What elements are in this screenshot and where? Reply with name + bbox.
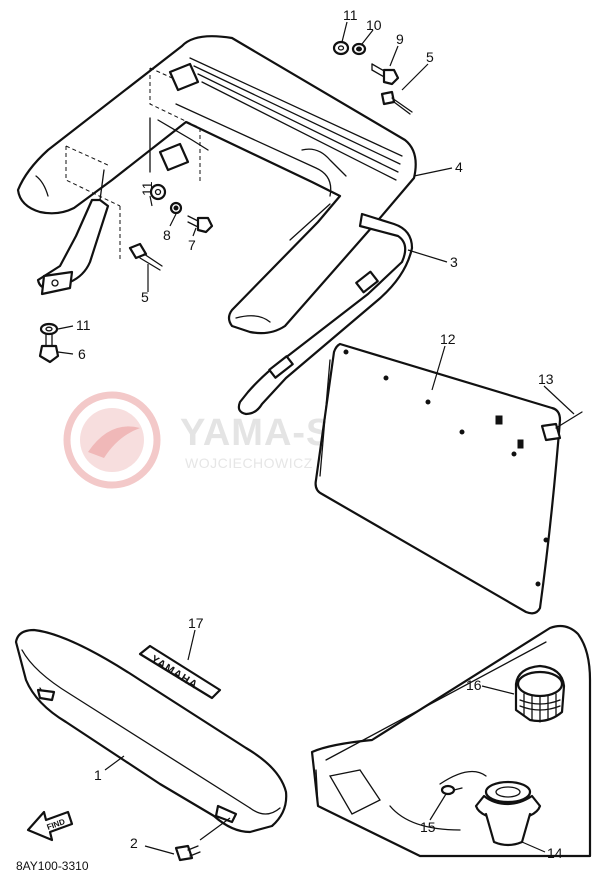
- washer-11-icon: [332, 40, 350, 56]
- screw-5-upper-icon: [380, 90, 413, 115]
- nut-8-icon: [169, 201, 183, 215]
- part-16-fuel-cap: [514, 664, 566, 723]
- bolt-7-icon: [187, 215, 214, 234]
- callout-1: 1: [94, 767, 102, 783]
- callouts: 11 10 9 5 4 3 12 13 11 8 7 5 11 6 17 16 …: [76, 7, 563, 861]
- callout-5-top: 5: [426, 49, 434, 65]
- left-mounting-bracket: [36, 169, 110, 296]
- part-1-bumper: [14, 628, 288, 834]
- part-2-bolt-icon: [174, 844, 201, 862]
- callout-10: 10: [366, 17, 382, 33]
- diagram-code: 8AY100-3310: [16, 859, 89, 873]
- leader-lines: [57, 21, 575, 855]
- washer-11-mid-icon: [149, 183, 167, 201]
- part-13-push-pin-icon: [540, 411, 583, 442]
- callout-7: 7: [188, 237, 196, 253]
- carrier-clamps: [158, 62, 200, 172]
- callout-2: 2: [130, 835, 138, 851]
- find-arrow-icon: FIND: [26, 810, 74, 842]
- watermark-logo-icon: [63, 391, 161, 489]
- rear-body-panel: [310, 624, 592, 858]
- callout-11-mid: 11: [139, 181, 155, 196]
- screw-5-lower-icon: [128, 242, 163, 271]
- callout-5-mid: 5: [141, 289, 149, 305]
- callout-15: 15: [420, 819, 436, 835]
- callout-11-top: 11: [343, 7, 358, 23]
- callout-11-low: 11: [76, 317, 91, 333]
- fastener-group-lower: [38, 322, 60, 364]
- part-12-panel: [314, 342, 562, 615]
- callout-4: 4: [455, 159, 463, 175]
- fastener-group-middle: [128, 183, 214, 271]
- part-15-clip-icon: [440, 784, 463, 796]
- callout-6: 6: [78, 346, 86, 362]
- callout-17: 17: [188, 615, 204, 631]
- bolt-9-icon: [371, 63, 400, 86]
- fastener-group-upper: [332, 40, 413, 115]
- callout-14: 14: [547, 845, 563, 861]
- part-14-filler-neck: [474, 780, 542, 847]
- callout-8: 8: [163, 227, 171, 243]
- callout-9: 9: [396, 31, 404, 47]
- part-3-grab-bar: [237, 212, 414, 416]
- callout-16: 16: [466, 677, 482, 693]
- callout-12: 12: [440, 331, 456, 347]
- callout-3: 3: [450, 254, 458, 270]
- washer-11-lower-icon: [39, 322, 59, 336]
- callout-13: 13: [538, 371, 554, 387]
- nut-10-icon: [351, 42, 367, 56]
- part-4-rear-carrier: [16, 35, 417, 335]
- bolt-6-icon: [38, 333, 60, 364]
